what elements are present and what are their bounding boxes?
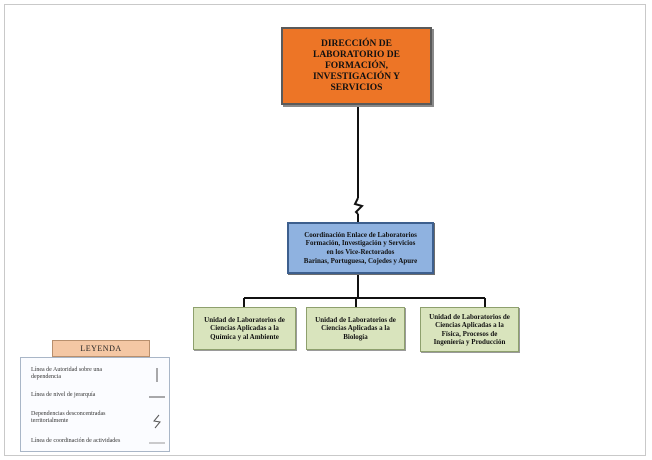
legend-symbols [149, 368, 165, 444]
legend-item-coordination-line-1: Línea de coordinación de actividades [31, 438, 121, 444]
direction-box: DIRECCIÓN DE LABORATORIO DE FORMACIÓN, I… [281, 27, 432, 105]
unit1-line-1: Unidad de Laboratorios de [204, 315, 285, 324]
unit-box-biology: Unidad de Laboratorios de Ciencias Aplic… [306, 307, 405, 350]
unit1-line-3: Química y al Ambiente [210, 332, 279, 341]
legend-item-authority-line-1: Línea de Autoridad sobre una [31, 367, 102, 373]
unit3-line-1: Unidad de Laboratorios de [429, 312, 510, 321]
unit3-line-3: Física, Procesos de [441, 329, 498, 338]
unit2-line-1: Unidad de Laboratorios de [315, 315, 396, 324]
direction-line-2: LABORATORIO DE [312, 49, 400, 60]
legend-box: Línea de Autoridad sobre una dependencia… [20, 357, 170, 452]
legend-item-coordination: Línea de coordinación de actividades [31, 438, 120, 445]
legend-item-decentralized: Dependencias desconcentradas territorial… [31, 411, 105, 425]
legend-item-decentralized-line-2: territorialmente [31, 418, 69, 424]
unit1-line-2: Ciencias Aplicadas a la [210, 324, 279, 333]
legend-title: LEYENDA [52, 340, 150, 357]
direction-line-3: FORMACIÓN, [324, 60, 389, 71]
unit-box-chemistry: Unidad de Laboratorios de Ciencias Aplic… [193, 307, 296, 350]
direction-line-4: INVESTIGACIÓN Y [312, 71, 400, 82]
coordination-line-3: en los Vice-Rectorados [326, 248, 395, 256]
legend-lightning-break-icon [153, 414, 161, 429]
coordination-box: Coordinación Enlace de Laboratorios Form… [287, 222, 434, 274]
coordination-line-2: Formación, Investigación y Servicios [305, 239, 416, 248]
unit2-line-3: Biología [343, 332, 368, 341]
coordination-line-1: Coordinación Enlace de Laboratorios [304, 230, 417, 239]
unit3-line-4: Ingeniería y Producción [433, 337, 506, 346]
legend-item-hierarchy-line-1: Línea de nivel de jerarquía [31, 392, 96, 398]
decentralized-break-symbol [353, 197, 364, 215]
legend-item-authority-line-2: dependencia [31, 374, 61, 380]
legend-item-authority: Línea de Autoridad sobre una dependencia [31, 367, 102, 381]
unit3-line-2: Ciencias Aplicadas a la [435, 321, 504, 330]
legend-item-decentralized-line-1: Dependencias desconcentradas [31, 411, 106, 417]
unit2-line-2: Ciencias Aplicadas a la [321, 324, 390, 333]
coordination-line-4: Barinas, Portuguesa, Cojedes y Apure [303, 256, 418, 265]
page-frame [4, 4, 646, 456]
direction-line-1: DIRECCIÓN DE [320, 38, 392, 49]
legend-item-hierarchy: Línea de nivel de jerarquía [31, 392, 95, 399]
unit-box-physics: Unidad de Laboratorios de Ciencias Aplic… [420, 307, 519, 352]
direction-line-5: SERVICIOS [330, 82, 383, 93]
